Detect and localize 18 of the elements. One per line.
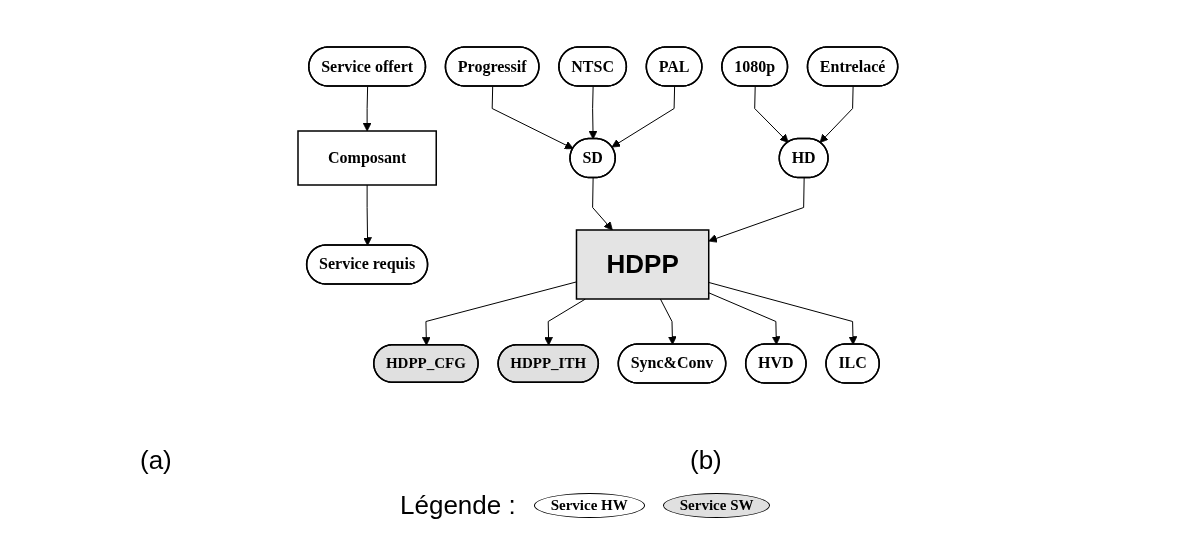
arrow xyxy=(362,86,372,132)
arrow xyxy=(421,281,577,346)
legend-swatch: Service SW xyxy=(662,493,771,518)
arrow xyxy=(491,86,574,150)
panel-label: (b) xyxy=(690,445,722,476)
arrow xyxy=(543,298,586,346)
arrow xyxy=(611,86,675,148)
arrow xyxy=(819,86,854,143)
arrow xyxy=(659,298,677,345)
arrow xyxy=(753,86,789,143)
node-box: HDPP xyxy=(575,229,710,300)
node-box: Composant xyxy=(296,130,437,186)
arrow xyxy=(588,86,598,140)
panel-label: (a) xyxy=(140,445,172,476)
legend-title: Légende : xyxy=(400,490,516,521)
legend-swatch: Service HW xyxy=(533,493,645,518)
arrow xyxy=(591,177,613,231)
arrow xyxy=(362,184,372,246)
